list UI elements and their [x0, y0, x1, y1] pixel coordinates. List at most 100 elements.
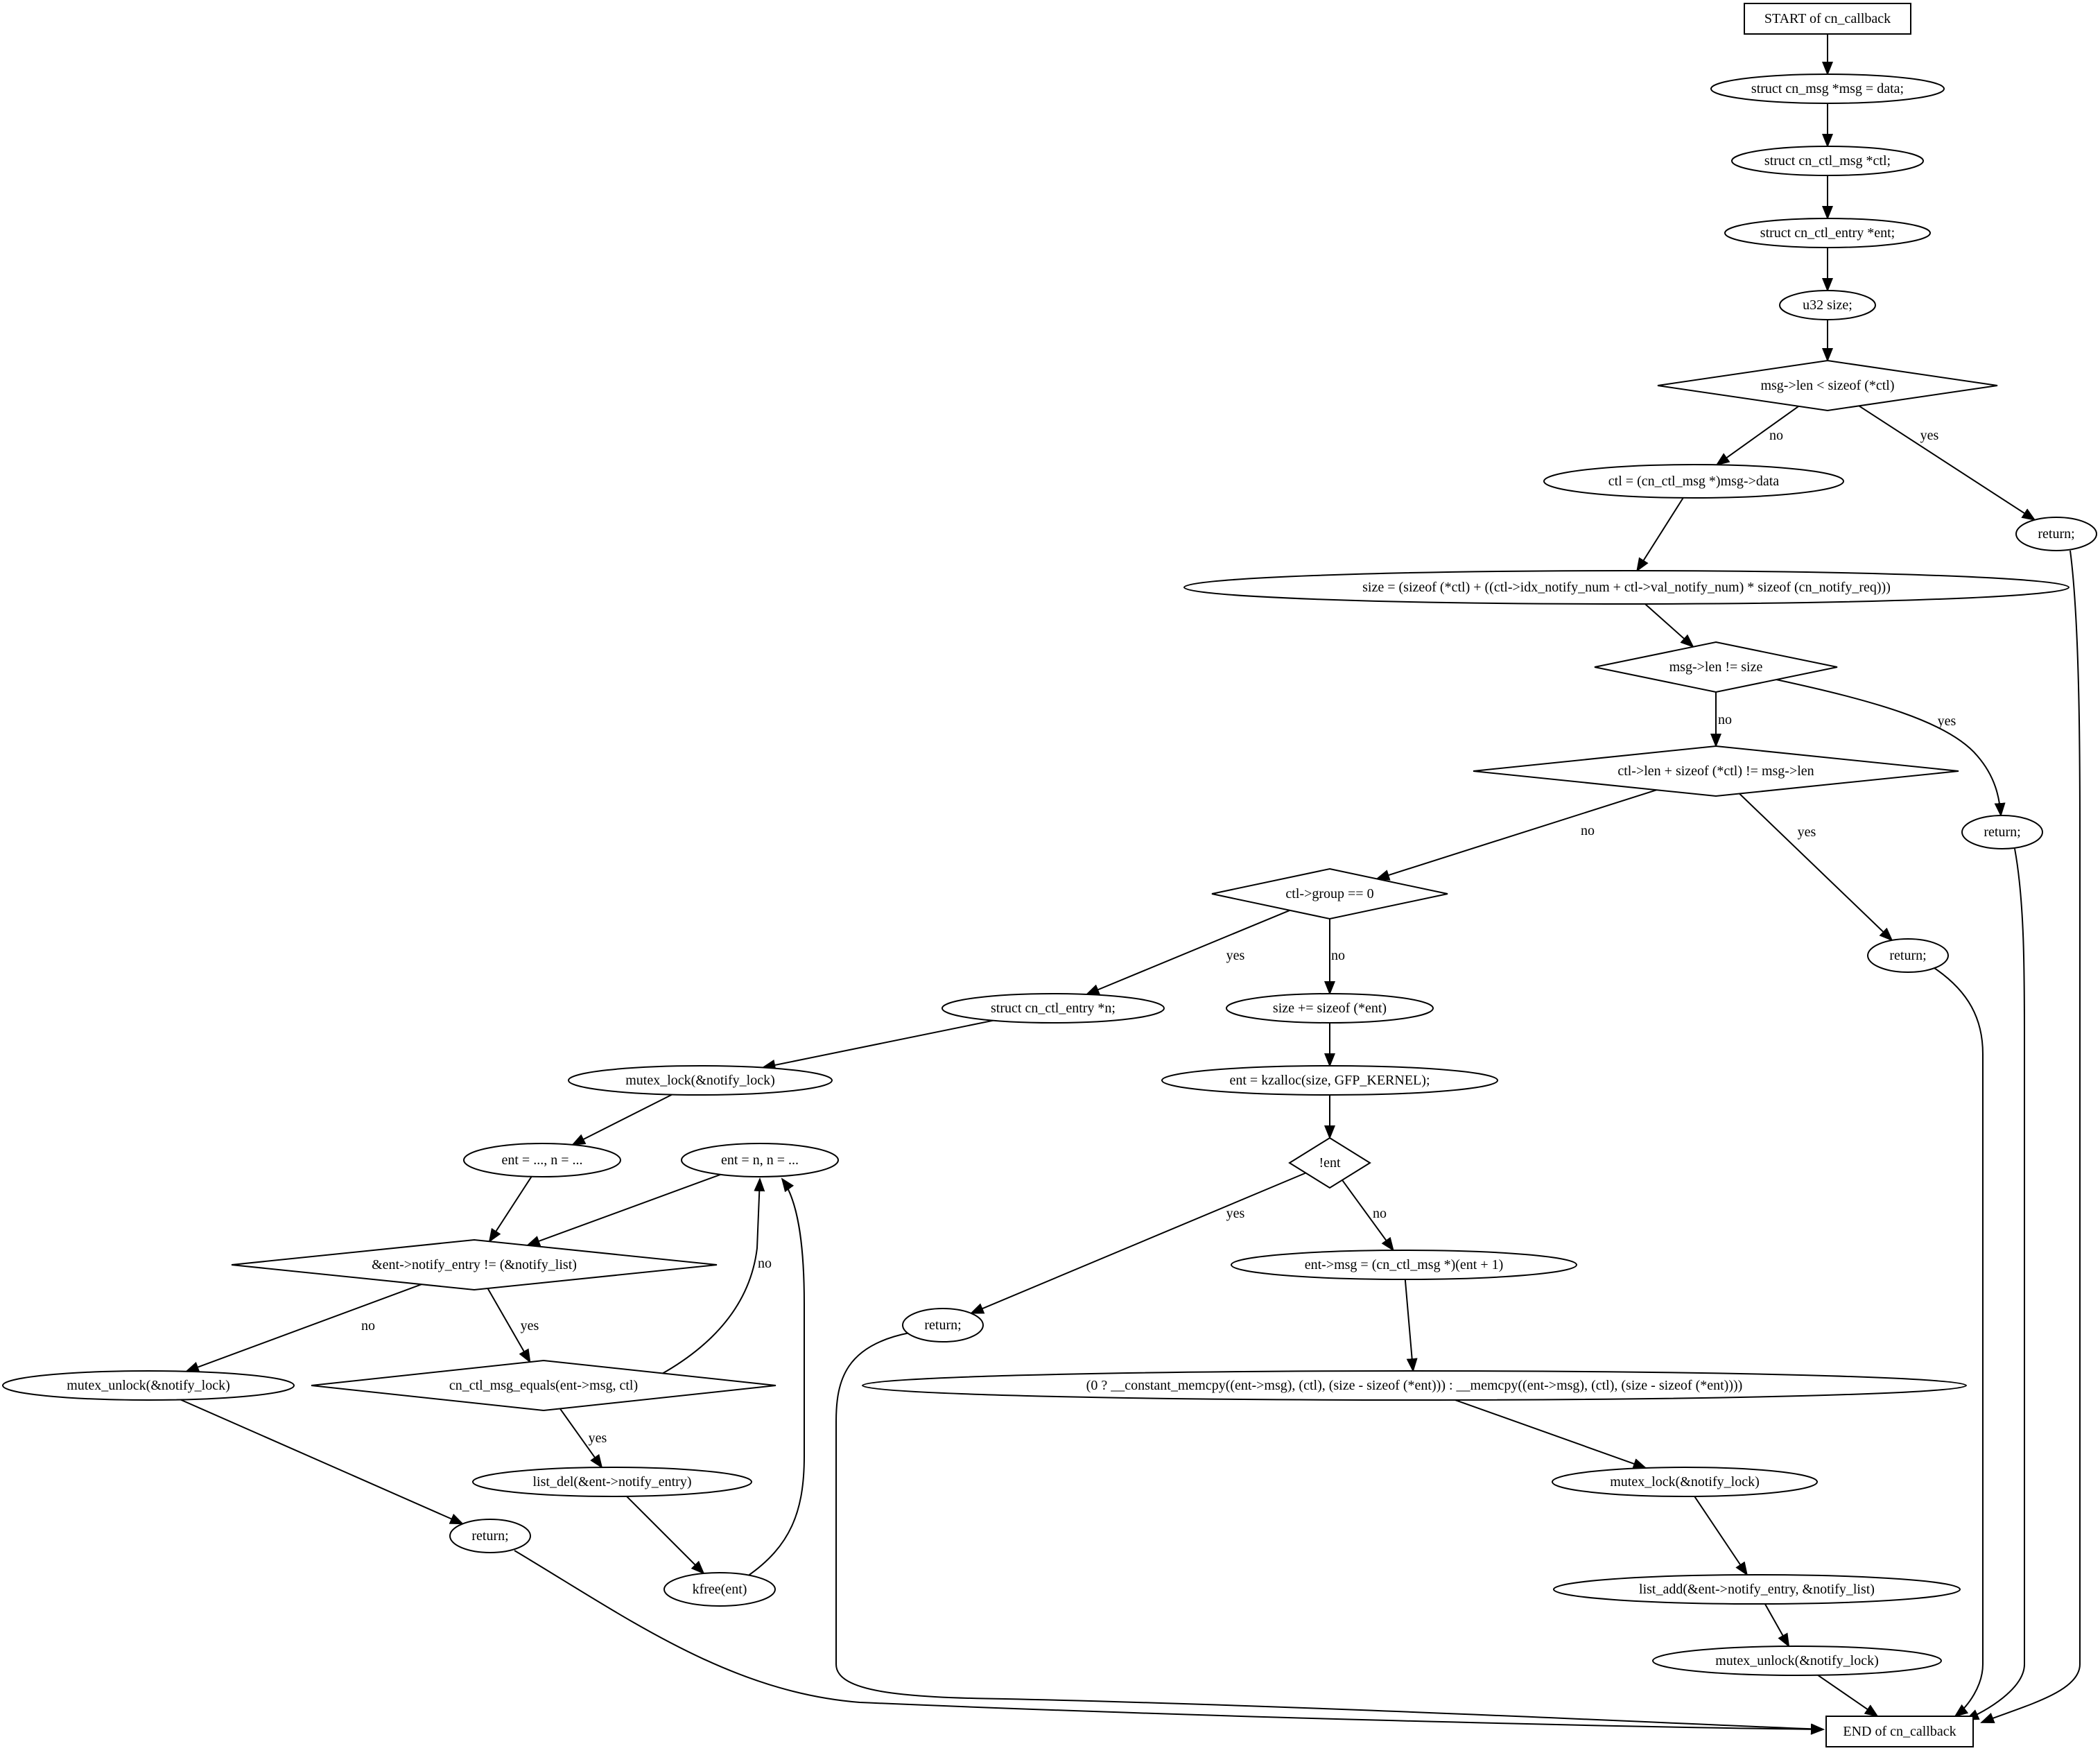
- diamond-decision-shape: [311, 1359, 776, 1412]
- ellipse-node-shape: [1724, 218, 1931, 248]
- node-r3: return;: [1867, 938, 1949, 973]
- edge-unlock1-to-r4: [180, 1399, 465, 1525]
- node-label: ent->msg = (cn_ctl_msg *)(ent + 1): [1305, 1257, 1504, 1272]
- node-label: !ent: [1319, 1155, 1341, 1171]
- edge-n9-to-d5: [526, 1173, 721, 1247]
- node-label: ent = ..., n = ...: [502, 1152, 583, 1168]
- ellipse-node-shape: [1731, 146, 1924, 176]
- node-label: mutex_unlock(&notify_lock): [67, 1378, 230, 1393]
- edge-d7-to-r5: [969, 1172, 1306, 1314]
- node-label: mutex_unlock(&notify_lock): [1715, 1653, 1879, 1668]
- node-label: cn_ctl_msg_equals(ent->msg, ctl): [449, 1378, 638, 1393]
- edge-label-yes: yes: [521, 1318, 539, 1333]
- edge-n10-to-n11: [626, 1496, 705, 1575]
- diamond-decision-shape: [1473, 745, 1959, 797]
- ellipse-node-shape: [449, 1519, 531, 1553]
- edge-label-yes: yes: [589, 1431, 607, 1446]
- node-n7: struct cn_ctl_entry *n;: [941, 993, 1165, 1024]
- edge-r2-to-end: [1965, 848, 2025, 1720]
- edge-label-yes: yes: [1798, 824, 1816, 840]
- diamond-decision-shape: [231, 1238, 718, 1291]
- edge-d6-to-n9: [609, 1177, 765, 1399]
- edge-n6-to-d2: [1645, 603, 1694, 648]
- node-label: return;: [471, 1528, 508, 1544]
- edge-d5-to-d6: [487, 1288, 531, 1363]
- node-label: return;: [2038, 526, 2074, 542]
- node-label: mutex_lock(&notify_lock): [1610, 1474, 1760, 1489]
- node-label: msg->len != size: [1669, 659, 1763, 675]
- node-n12: size += sizeof (*ent): [1226, 993, 1434, 1024]
- edge-unlock2-to-end: [1817, 1674, 1879, 1718]
- node-n8: ent = ..., n = ...: [463, 1143, 621, 1177]
- edge-label-no: no: [1769, 428, 1783, 443]
- node-label: struct cn_msg *msg = data;: [1751, 81, 1904, 96]
- ellipse-node-shape: [1961, 815, 2043, 849]
- node-n10: list_del(&ent->notify_entry): [472, 1467, 752, 1497]
- node-r4: return;: [449, 1519, 531, 1553]
- node-label: list_add(&ent->notify_entry, &notify_lis…: [1639, 1582, 1875, 1597]
- node-label: u32 size;: [1803, 297, 1852, 313]
- node-n9: ent = n, n = ...: [681, 1143, 839, 1177]
- edge-d5-to-unlock1: [184, 1284, 422, 1372]
- node-d1: msg->len < sizeof (*ctl): [1657, 359, 1998, 412]
- node-unlock1: mutex_unlock(&notify_lock): [2, 1370, 295, 1401]
- ellipse-node-shape: [1543, 464, 1844, 499]
- ellipse-node-shape: [902, 1308, 984, 1342]
- ellipse-node-shape: [941, 993, 1165, 1024]
- node-label: return;: [1889, 948, 1926, 963]
- edge-lock1-to-n8: [571, 1094, 672, 1146]
- node-n3: struct cn_ctl_entry *ent;: [1724, 218, 1931, 248]
- node-label: ctl = (cn_ctl_msg *)msg->data: [1608, 474, 1780, 489]
- node-n13: ent = kzalloc(size, GFP_KERNEL);: [1161, 1065, 1498, 1096]
- ellipse-node-shape: [1710, 74, 1945, 104]
- node-label: struct cn_ctl_entry *ent;: [1760, 225, 1895, 241]
- edge-lock2-to-n16: [1694, 1496, 1748, 1576]
- node-label: return;: [924, 1318, 961, 1333]
- node-n14: ent->msg = (cn_ctl_msg *)(ent + 1): [1231, 1250, 1577, 1280]
- edge-label-no: no: [361, 1318, 375, 1333]
- node-n15: (0 ? __constant_memcpy((ent->msg), (ctl)…: [862, 1370, 1967, 1401]
- node-d3: ctl->len + sizeof (*ctl) != msg->len: [1473, 745, 1959, 797]
- diamond-decision-shape: [1594, 641, 1838, 693]
- node-n1: struct cn_msg *msg = data;: [1710, 74, 1945, 104]
- diamond-decision-shape: [1657, 359, 1998, 412]
- node-n6: size = (sizeof (*ctl) + ((ctl->idx_notif…: [1183, 570, 2069, 605]
- node-d4: ctl->group == 0: [1211, 867, 1448, 920]
- edge-r3-to-end: [1934, 967, 1984, 1718]
- node-label: list_del(&ent->notify_entry): [532, 1474, 691, 1489]
- edge-d1-to-n5: [1715, 406, 1799, 466]
- box-terminal-shape: [1825, 1716, 1974, 1747]
- diamond-decision-shape: [1211, 867, 1448, 920]
- box-terminal-shape: [1744, 3, 1911, 35]
- edge-label-no: no: [758, 1256, 772, 1271]
- node-r2: return;: [1961, 815, 2043, 849]
- node-label: kfree(ent): [693, 1582, 747, 1597]
- ellipse-node-shape: [568, 1065, 833, 1096]
- ellipse-node-shape: [1552, 1467, 1818, 1497]
- ellipse-node-shape: [472, 1467, 752, 1497]
- edge-n11-to-n9: [747, 1177, 805, 1577]
- node-label: msg->len < sizeof (*ctl): [1760, 378, 1894, 393]
- node-n5: ctl = (cn_ctl_msg *)msg->data: [1543, 464, 1844, 499]
- edge-n14-to-n15: [1404, 1279, 1418, 1372]
- ellipse-node-shape: [1231, 1250, 1577, 1280]
- node-label: return;: [1984, 824, 2020, 840]
- node-label: size += sizeof (*ent): [1273, 1001, 1387, 1016]
- edge-d6-to-n10: [559, 1408, 603, 1469]
- edge-label-yes: yes: [1226, 948, 1245, 963]
- node-label: struct cn_ctl_msg *ctl;: [1764, 153, 1891, 169]
- node-end: END of cn_callback: [1825, 1716, 1974, 1747]
- edge-label-yes: yes: [1226, 1206, 1245, 1221]
- node-label: struct cn_ctl_entry *n;: [991, 1001, 1116, 1016]
- edge-label-no: no: [1581, 823, 1595, 838]
- node-n2: struct cn_ctl_msg *ctl;: [1731, 146, 1924, 176]
- ellipse-node-shape: [2015, 517, 2097, 551]
- node-d7: !ent: [1288, 1137, 1371, 1189]
- edges-layer: [180, 34, 2081, 1735]
- ellipse-node-shape: [663, 1572, 776, 1607]
- node-unlock2: mutex_unlock(&notify_lock): [1652, 1646, 1942, 1676]
- edge-label-no: no: [1373, 1206, 1387, 1221]
- edge-label-yes: yes: [1920, 428, 1939, 443]
